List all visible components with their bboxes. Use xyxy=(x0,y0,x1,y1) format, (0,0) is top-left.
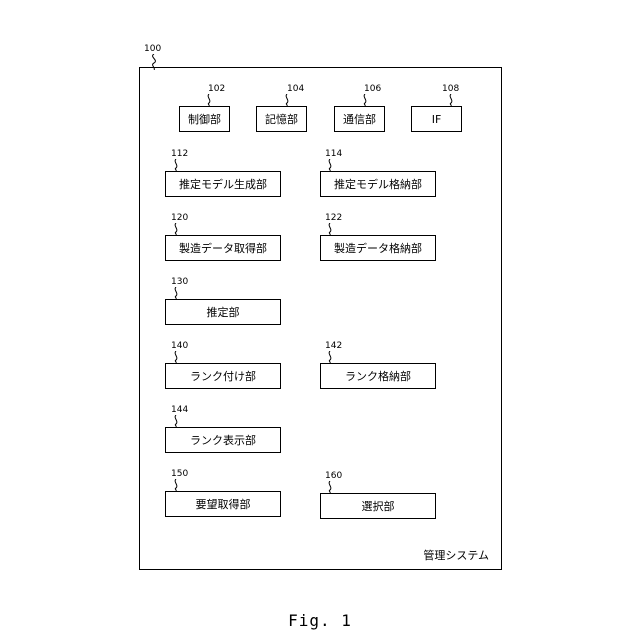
leader-line-120 xyxy=(172,223,180,235)
communication-unit-label: 通信部 xyxy=(343,111,376,127)
estimation-unit-label: 推定部 xyxy=(207,304,240,320)
leader-line-140 xyxy=(172,351,180,363)
interface-label: IF xyxy=(432,113,442,126)
manufacturing-data-acquisition-unit-label: 製造データ取得部 xyxy=(179,240,267,256)
leader-line-122 xyxy=(326,223,334,235)
rank-display-unit-label: ランク表示部 xyxy=(190,432,256,448)
storage-unit-box: 記憶部 xyxy=(256,106,307,132)
leader-line-142 xyxy=(326,351,334,363)
ref-number-150: 150 xyxy=(171,469,188,479)
ref-number-142: 142 xyxy=(325,341,342,351)
rank-storage-unit-box: ランク格納部 xyxy=(320,363,436,389)
manufacturing-data-acquisition-unit-box: 製造データ取得部 xyxy=(165,235,281,261)
estimation-model-generation-unit-box: 推定モデル生成部 xyxy=(165,171,281,197)
leader-line-108 xyxy=(447,94,455,106)
selection-unit-label: 選択部 xyxy=(362,498,395,514)
control-unit-box: 制御部 xyxy=(179,106,230,132)
system-ref-number: 100 xyxy=(144,44,161,54)
leader-line-114 xyxy=(326,159,334,171)
leader-line-106 xyxy=(361,94,369,106)
estimation-model-storage-unit-label: 推定モデル格納部 xyxy=(334,176,422,192)
ranking-unit-label: ランク付け部 xyxy=(190,368,256,384)
ref-number-140: 140 xyxy=(171,341,188,351)
control-unit-label: 制御部 xyxy=(188,111,221,127)
leader-line-144 xyxy=(172,415,180,427)
estimation-unit-box: 推定部 xyxy=(165,299,281,325)
leader-line-160 xyxy=(326,481,334,493)
estimation-model-storage-unit-box: 推定モデル格納部 xyxy=(320,171,436,197)
leader-line-104 xyxy=(283,94,291,106)
ref-number-160: 160 xyxy=(325,471,342,481)
leader-line-130 xyxy=(172,287,180,299)
figure-caption: Fig. 1 xyxy=(0,611,640,630)
ref-number-120: 120 xyxy=(171,213,188,223)
ref-number-112: 112 xyxy=(171,149,188,159)
communication-unit-box: 通信部 xyxy=(334,106,385,132)
interface-box: IF xyxy=(411,106,462,132)
ref-number-102: 102 xyxy=(208,84,225,94)
selection-unit-box: 選択部 xyxy=(320,493,436,519)
manufacturing-data-storage-unit-label: 製造データ格納部 xyxy=(334,240,422,256)
request-acquisition-unit-box: 要望取得部 xyxy=(165,491,281,517)
ranking-unit-box: ランク付け部 xyxy=(165,363,281,389)
ref-number-122: 122 xyxy=(325,213,342,223)
ref-number-130: 130 xyxy=(171,277,188,287)
ref-number-144: 144 xyxy=(171,405,188,415)
request-acquisition-unit-label: 要望取得部 xyxy=(196,496,251,512)
manufacturing-data-storage-unit-box: 製造データ格納部 xyxy=(320,235,436,261)
storage-unit-label: 記憶部 xyxy=(265,111,298,127)
system-label: 管理システム xyxy=(423,547,489,563)
estimation-model-generation-unit-label: 推定モデル生成部 xyxy=(179,176,267,192)
leader-line-112 xyxy=(172,159,180,171)
rank-display-unit-box: ランク表示部 xyxy=(165,427,281,453)
ref-number-108: 108 xyxy=(442,84,459,94)
ref-number-114: 114 xyxy=(325,149,342,159)
ref-number-104: 104 xyxy=(287,84,304,94)
leader-line-102 xyxy=(205,94,213,106)
ref-number-106: 106 xyxy=(364,84,381,94)
leader-line-150 xyxy=(172,479,180,491)
rank-storage-unit-label: ランク格納部 xyxy=(345,368,411,384)
